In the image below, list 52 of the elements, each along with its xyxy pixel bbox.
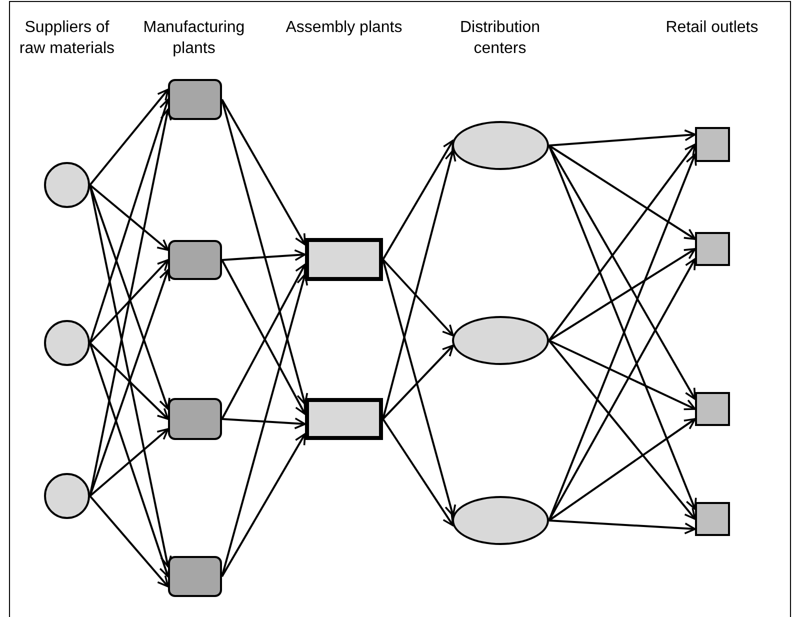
- distribution-ellipse: [452, 316, 549, 365]
- manufacturing-box: [168, 398, 222, 440]
- assembly-box: [305, 238, 383, 281]
- arrow: [548, 520, 696, 534]
- arrow: [222, 418, 306, 430]
- column-heading: Retail outlets: [664, 18, 760, 38]
- arrow: [382, 259, 456, 516]
- manufacturing-box: [168, 556, 222, 597]
- manufacturing-box: [168, 240, 222, 280]
- arrow: [548, 340, 696, 520]
- arrow: [382, 140, 454, 260]
- arrow: [548, 258, 696, 521]
- retail-box: [695, 502, 730, 536]
- arrow: [89, 342, 170, 578]
- arrow: [89, 259, 169, 344]
- column-heading: Manufacturing plants: [142, 18, 246, 59]
- distribution-ellipse: [452, 496, 549, 545]
- distribution-ellipse: [452, 121, 549, 170]
- arrow: [221, 99, 306, 246]
- arrow: [89, 184, 169, 251]
- column-heading: Distribution centers: [458, 18, 542, 59]
- arrow: [548, 144, 696, 342]
- arrow: [222, 249, 306, 262]
- arrow: [89, 428, 169, 497]
- assembly-box: [305, 398, 383, 440]
- retail-box: [695, 232, 730, 266]
- column-heading: Suppliers of raw materials: [18, 18, 116, 59]
- arrow: [221, 99, 308, 405]
- arrow: [548, 145, 696, 400]
- arrow: [382, 418, 454, 526]
- arrow: [89, 269, 170, 496]
- supplier-circle: [44, 473, 90, 519]
- arrow: [221, 274, 308, 577]
- retail-box: [695, 392, 730, 426]
- arrow: [548, 129, 696, 146]
- arrow: [548, 340, 696, 410]
- arrow: [89, 88, 169, 186]
- arrow: [548, 418, 696, 522]
- arrow: [548, 248, 696, 342]
- arrow: [89, 495, 169, 588]
- arrow: [89, 184, 170, 410]
- arrow: [382, 150, 456, 420]
- supplier-circle: [44, 162, 90, 208]
- arrow: [89, 342, 169, 420]
- supplier-circle: [44, 320, 90, 366]
- manufacturing-box: [168, 79, 222, 120]
- arrow: [382, 258, 454, 336]
- arrow: [221, 433, 306, 577]
- retail-box: [695, 127, 730, 162]
- arrow: [382, 344, 454, 420]
- arrow: [548, 144, 696, 240]
- column-heading: Assembly plants: [284, 18, 404, 38]
